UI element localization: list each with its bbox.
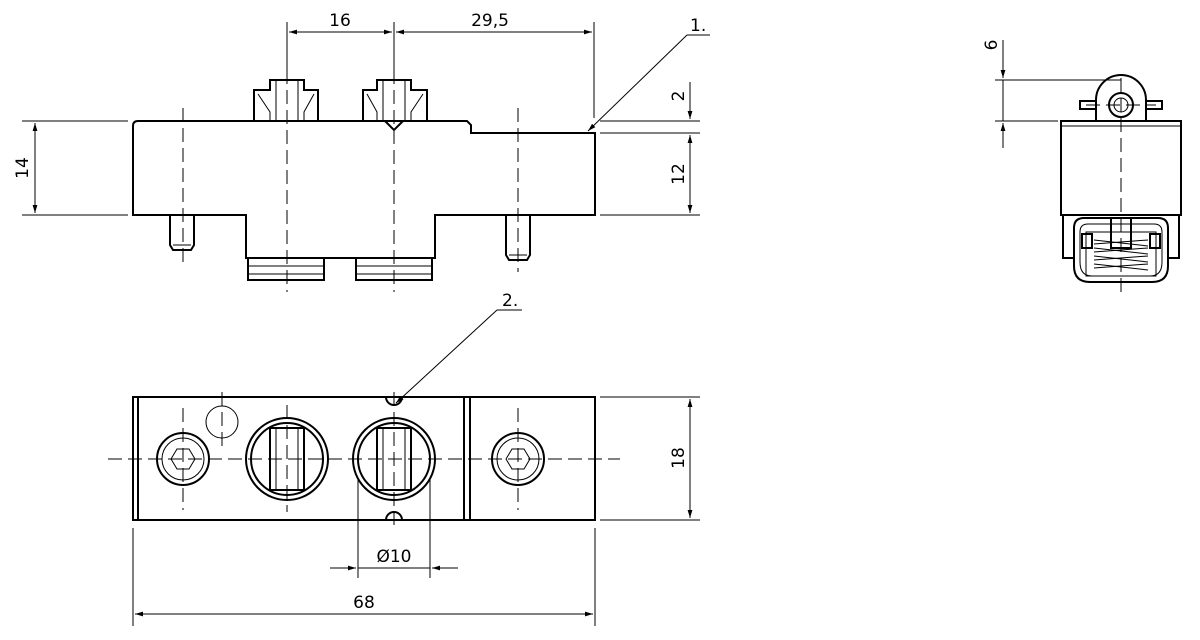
front-view xyxy=(132,70,596,292)
actuator-left xyxy=(253,79,319,121)
dim-16-label: 16 xyxy=(329,11,351,31)
dim-12-label: 12 xyxy=(669,163,689,185)
dim-bore-label: Ø10 xyxy=(376,547,411,567)
side-dimensions: 6 xyxy=(982,40,1121,148)
top-dimensions: 18 Ø10 68 2. xyxy=(132,291,700,626)
dim-6-label: 6 xyxy=(982,40,1002,51)
dim-18-label: 18 xyxy=(669,447,689,469)
dim-29-5-label: 29,5 xyxy=(471,11,509,31)
front-dimensions: 16 29,5 14 2 12 1. xyxy=(13,11,710,216)
actuator-right xyxy=(362,79,428,132)
dim-14-label: 14 xyxy=(13,157,33,179)
dim-68-label: 68 xyxy=(353,593,375,613)
dim-2-label: 2 xyxy=(669,91,689,102)
bottom-plug-left xyxy=(247,257,325,281)
callout-1-label: 1. xyxy=(690,16,706,36)
side-view xyxy=(1060,74,1182,296)
top-view xyxy=(108,392,620,525)
pin-left xyxy=(169,215,195,251)
callout-2-label: 2. xyxy=(502,291,518,311)
